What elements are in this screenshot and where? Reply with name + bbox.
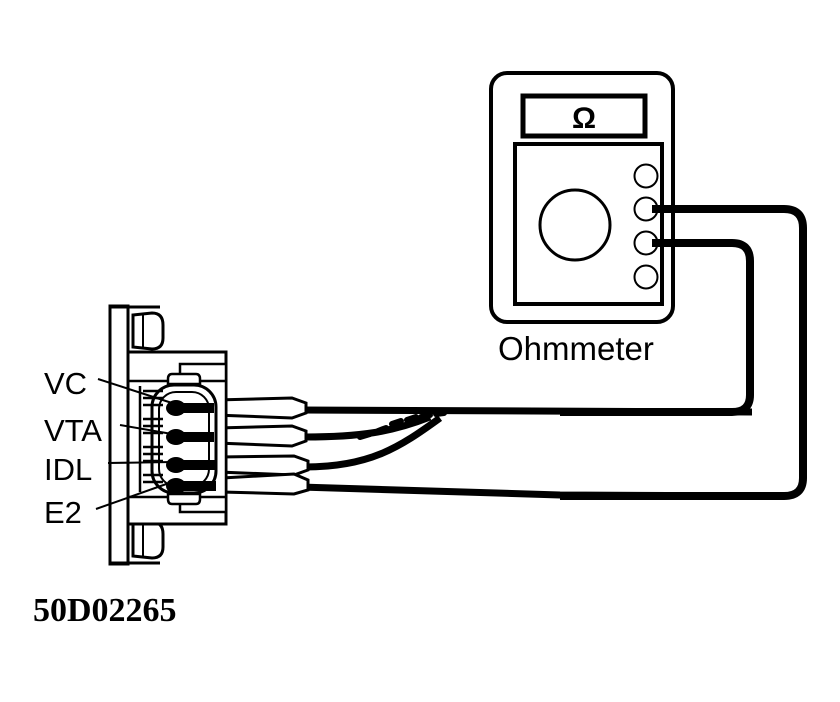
- ohmmeter-group: Ω: [489, 71, 675, 324]
- harness-wires: [299, 406, 791, 500]
- wire-vta: [304, 413, 432, 441]
- terminal-label-vc: VC: [44, 366, 87, 401]
- lead-wire-upper: [560, 205, 807, 500]
- wire-boot-e2: [220, 472, 310, 496]
- wire-convergence-marks: [357, 410, 447, 440]
- ohmmeter-terminal-1[interactable]: [633, 163, 659, 189]
- figure-code-label: 50D02265: [33, 592, 177, 629]
- wire-boots: [213, 396, 310, 496]
- terminal-blade-e2: [176, 481, 216, 491]
- leader-line-vc: [97, 378, 173, 404]
- terminal-label-vta: VTA: [44, 413, 102, 448]
- terminal-label-idl: IDL: [44, 452, 92, 487]
- leader-line-vta: [119, 424, 173, 435]
- connector-lock-tab-bottom: [166, 492, 202, 506]
- ohmmeter-caption: Ohmmeter: [498, 330, 654, 367]
- leader-line-idl: [107, 461, 173, 464]
- terminal-blade-vta: [176, 432, 214, 442]
- mounting-bolt-bottom: [131, 520, 165, 560]
- wire-idl: [304, 415, 443, 471]
- leader-lines: [95, 378, 173, 510]
- connector-terminals: [166, 400, 216, 494]
- connector-lock-tab-top: [166, 372, 202, 386]
- wire-boot-idl: [217, 454, 310, 477]
- wire-boot-vc: [213, 396, 308, 420]
- ohmmeter-terminal-4[interactable]: [633, 264, 659, 290]
- terminal-blade-vc: [176, 403, 214, 413]
- connector-ribs: [143, 389, 163, 484]
- ohmmeter-display: [520, 93, 648, 139]
- mounting-bolt-top: [131, 311, 165, 351]
- terminal-blade-idl: [176, 460, 216, 470]
- wire-boot-vta: [215, 424, 308, 448]
- mounting-bracket-plate: [108, 304, 130, 566]
- ohm-symbol: Ω: [572, 102, 596, 135]
- leader-line-e2: [95, 481, 173, 510]
- terminal-label-e2: E2: [44, 495, 82, 530]
- wire-vc: [299, 406, 753, 416]
- wire-e2: [299, 483, 791, 500]
- ohmmeter-selector-knob[interactable]: [538, 188, 612, 262]
- connector-assembly: [108, 304, 228, 566]
